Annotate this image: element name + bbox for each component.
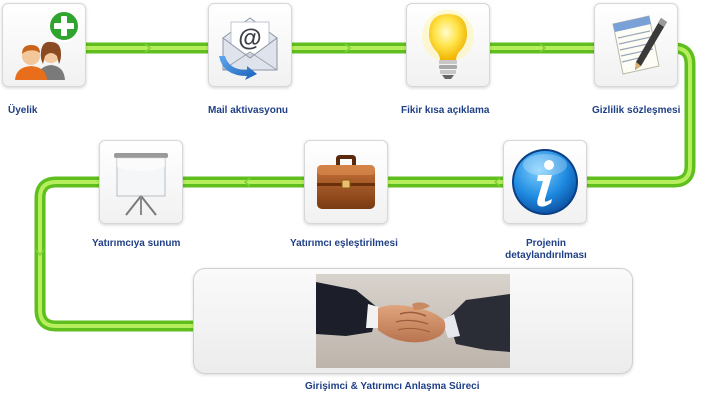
step-projenin-label: Projenin detaylandırılması xyxy=(496,238,596,262)
briefcase-icon xyxy=(309,145,383,219)
step-fikir-label: Fikir kısa açıklama xyxy=(401,105,490,116)
step-mail-tile: @ xyxy=(208,3,292,87)
add-user-icon xyxy=(7,8,81,82)
step-uyelik-tile xyxy=(2,3,86,87)
step-projenin-label-line-2: detaylandırılması xyxy=(505,250,587,261)
step-gizlilik-tile xyxy=(594,3,678,87)
info-icon xyxy=(508,145,582,219)
step-eslestirme-label: Yatırımcı eşleştirilmesi xyxy=(290,238,398,249)
step-fikir-tile xyxy=(406,3,490,87)
step-sunum-tile xyxy=(99,140,183,224)
presentation-board-icon xyxy=(104,145,178,219)
step-uyelik-label: Üyelik xyxy=(8,105,38,116)
step-projenin-label-line-1: Projenin xyxy=(525,238,566,249)
step-eslestirme-tile xyxy=(304,140,388,224)
lightbulb-icon xyxy=(411,8,485,82)
step-projenin-tile xyxy=(503,140,587,224)
document-pen-icon xyxy=(599,8,673,82)
handshake-photo xyxy=(316,274,510,368)
step-sunum-label: Yatırımcıya sunum xyxy=(92,238,181,249)
mail-icon: @ xyxy=(213,8,287,82)
svg-text:@: @ xyxy=(238,25,261,52)
step-gizlilik-label: Gizlilik sözleşmesi xyxy=(592,105,681,116)
final-agreement-label: Girişimci & Yatırımcı Anlaşma Süreci xyxy=(305,381,480,392)
step-mail-label: Mail aktivasyonu xyxy=(208,105,289,116)
